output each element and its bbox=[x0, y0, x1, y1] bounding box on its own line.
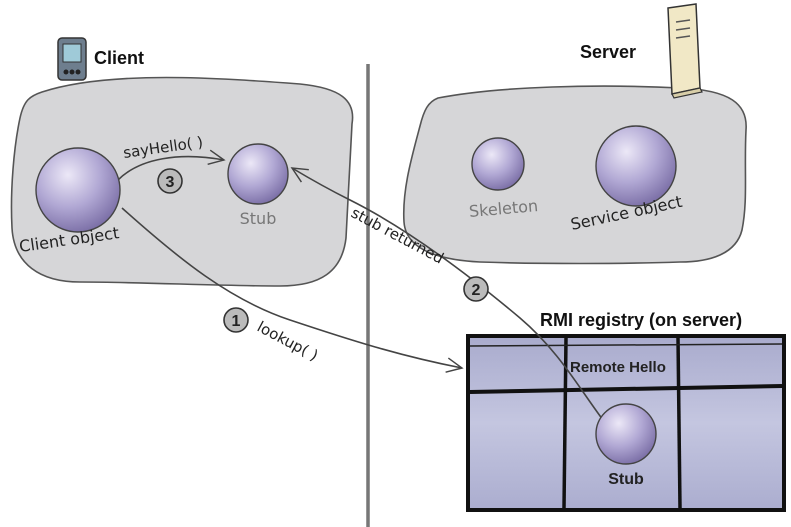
skeleton-sphere bbox=[471, 137, 525, 191]
client-title: Client bbox=[94, 48, 144, 68]
step-badge-3: 3 bbox=[157, 168, 183, 194]
client-stub-label: Stub bbox=[240, 209, 277, 228]
client-stub-sphere bbox=[227, 143, 289, 205]
server-title: Server bbox=[580, 42, 636, 62]
step-number: 3 bbox=[166, 174, 175, 191]
server-cloud bbox=[402, 85, 747, 265]
lookup-arrow bbox=[121, 207, 464, 373]
client-object-sphere bbox=[35, 147, 121, 233]
stub-returned-arrow bbox=[290, 167, 607, 425]
pda-icon bbox=[57, 37, 87, 81]
step-badge-2: 2 bbox=[463, 276, 489, 302]
remote-hello-label: Remote Hello bbox=[570, 359, 666, 376]
server-tower-icon bbox=[667, 3, 703, 99]
step-number: 1 bbox=[232, 313, 241, 330]
lookup-label: lookup( ) bbox=[254, 318, 321, 365]
service-object-sphere bbox=[595, 125, 677, 207]
step-badge-1: 1 bbox=[223, 307, 249, 333]
registry-stub-label: Stub bbox=[608, 471, 644, 488]
registry-title: RMI registry (on server) bbox=[540, 310, 742, 330]
registry-stub-sphere bbox=[595, 403, 657, 465]
step-number: 2 bbox=[472, 282, 481, 299]
say-hello-arrow bbox=[117, 149, 226, 181]
